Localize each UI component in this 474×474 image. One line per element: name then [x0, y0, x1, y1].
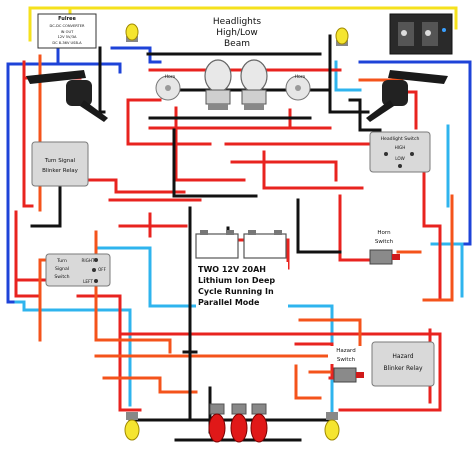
battery-label-line2: Lithium Ion Deep — [198, 276, 275, 285]
bottom-right-bulb — [324, 412, 340, 441]
black-wire-main-vert — [182, 206, 198, 422]
hazard-switch-label-line1: Hazard — [336, 348, 355, 354]
converter-io: IN OUT — [61, 30, 74, 34]
battery-label-line1: TWO 12V 20AH — [198, 265, 266, 274]
switch-contact-icon — [398, 164, 402, 168]
red-wire-left-loop — [22, 60, 34, 208]
battery-label-line4: Parallel Mode — [198, 298, 260, 307]
headlight-switch-low: LOW — [395, 156, 405, 161]
orange-wire-hazard-a — [294, 364, 332, 400]
top-right-bulb — [335, 27, 349, 46]
headlight-switch-title: Headlight Switch — [381, 136, 420, 142]
blue-wire-left — [6, 40, 60, 304]
converter-input: DC 8-36V USB-A — [52, 41, 82, 45]
brake-lever-right — [366, 70, 448, 122]
turn-switch-label-line1: Turn — [56, 258, 67, 264]
red-wire-grid-3 — [224, 142, 398, 182]
headlight-switch-high: HIGH — [395, 145, 406, 150]
yellow-wire-top — [28, 6, 458, 30]
hazard-relay-label-line2: Blinker Relay — [383, 365, 423, 372]
horn-right-label: Horn — [295, 74, 306, 80]
blue-wire-top — [56, 62, 122, 74]
lightblue-wire-top-right — [334, 60, 362, 92]
orange-wire-bottom — [94, 318, 362, 358]
headlights-label-line1: Headlights — [213, 17, 261, 27]
turn-switch-left: LEFT — [83, 279, 93, 284]
hazard-relay-label-line1: Hazard — [392, 353, 413, 360]
switch-contact-icon — [410, 152, 414, 156]
red-wire-grid-4 — [262, 108, 364, 190]
orange-wire-bottom-2 — [102, 376, 198, 394]
orange-wire-right — [422, 194, 454, 302]
red-wire-grid-6 — [118, 212, 188, 238]
horn-right: Horn — [285, 74, 311, 101]
lightblue-wire-left-turn — [14, 300, 132, 407]
switch-contact-icon — [94, 258, 98, 262]
headlight-bulb-left — [204, 59, 232, 110]
lightblue-wire-right — [430, 242, 464, 298]
turn-relay-label-line1: Turn Signal — [44, 158, 76, 164]
black-wire-center — [148, 116, 312, 198]
horn-switch-label-line1: Horn — [377, 230, 391, 236]
turn-signal-switch: Turn Signal Switch RIGHT OFF LEFT — [45, 253, 111, 287]
red-wire-grid-2 — [148, 106, 332, 182]
bottom-left-bulb — [124, 412, 140, 441]
black-wire-right — [328, 34, 370, 114]
top-left-bulb — [125, 23, 139, 42]
black-wire-box-right — [348, 98, 382, 132]
horn-left-label: Horn — [165, 74, 176, 80]
orange-wire-left — [38, 54, 58, 342]
turn-switch-label-line3: Switch — [54, 274, 69, 280]
turn-switch-label-line2: Signal — [55, 266, 69, 272]
turn-signal-relay: Turn Signal Blinker Relay — [31, 141, 89, 187]
converter-model: DC-DC CONVERTER — [50, 24, 85, 28]
horn-switch: Horn Switch — [369, 230, 400, 265]
headlight-bulb-right — [240, 59, 268, 110]
usb-outlet-box — [389, 13, 453, 55]
headlights-label: Headlights High/Low Beam — [213, 17, 261, 49]
turn-switch-off: OFF — [98, 267, 106, 272]
converter-brand: Fulree — [58, 16, 76, 22]
headlights-label-line2: High/Low — [216, 28, 257, 38]
red-wire-bottom-main — [118, 332, 442, 412]
black-wire-horn-switch — [296, 198, 342, 254]
hazard-switch: Hazard Switch — [328, 346, 366, 383]
converter-rating: 12V 5V/3A — [58, 35, 77, 39]
tail-bulb-3 — [250, 403, 268, 443]
horn-left: Horn — [155, 74, 181, 101]
red-wire-grid-1 — [126, 98, 212, 146]
battery-label: TWO 12V 20AH Lithium Ion Deep Cycle Runn… — [196, 262, 288, 310]
red-wire-grid-5 — [82, 178, 202, 202]
turn-relay-label-line2: Blinker Relay — [42, 168, 79, 174]
tail-bulb-2 — [230, 403, 248, 443]
red-wire-box-bottom — [14, 278, 42, 298]
brake-lever-left — [26, 70, 108, 122]
headlights-label-line3: Beam — [224, 39, 250, 49]
switch-contact-icon — [92, 268, 96, 272]
switch-contact-icon — [94, 279, 98, 283]
hazard-relay: Hazard Blinker Relay — [371, 341, 435, 387]
hazard-switch-label-line2: Switch — [337, 357, 356, 363]
turn-switch-right: RIGHT — [81, 258, 95, 263]
dc-dc-converter: Fulree DC-DC CONVERTER IN OUT 12V 5V/3A … — [37, 13, 97, 49]
battery-label-line3: Cycle Running In — [198, 287, 274, 296]
red-wire-horn-switch — [338, 194, 370, 262]
horn-switch-label-line2: Switch — [375, 239, 394, 245]
black-wire-left-top — [98, 46, 106, 114]
headlight-switch: Headlight Switch HIGH LOW — [369, 131, 431, 173]
switch-contact-icon — [384, 152, 388, 156]
tail-bulb-1 — [208, 403, 226, 443]
batteries — [195, 230, 287, 259]
red-wire-bottom-left — [76, 294, 142, 412]
